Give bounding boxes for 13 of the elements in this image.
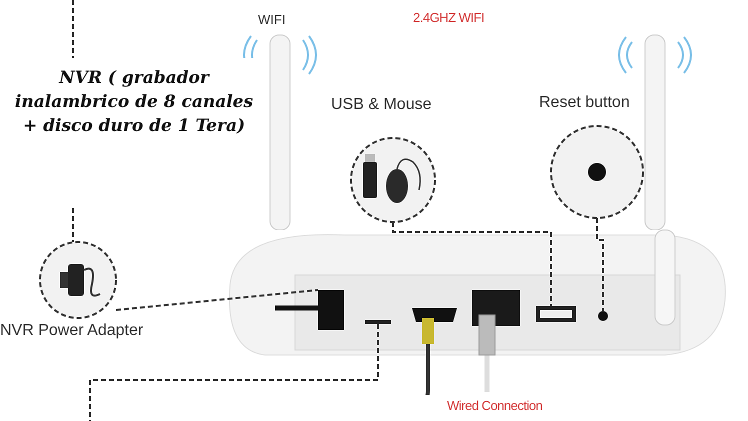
callout-label: NVR Power Adapter xyxy=(0,322,144,340)
callout-label: USB & Mouse xyxy=(331,96,432,114)
callout-label: Reset button xyxy=(539,94,630,112)
leader-line xyxy=(596,218,604,311)
leader-line xyxy=(392,222,552,306)
leader-line xyxy=(116,289,318,311)
caption-text: Wired Connection xyxy=(447,398,542,413)
caption-text: WIFI xyxy=(258,12,286,27)
usb-port xyxy=(536,306,576,322)
power-port xyxy=(318,290,344,330)
card-slot xyxy=(365,320,391,324)
leader-line xyxy=(89,324,379,421)
caption-text: 2.4GHZ WIFI xyxy=(413,10,484,25)
